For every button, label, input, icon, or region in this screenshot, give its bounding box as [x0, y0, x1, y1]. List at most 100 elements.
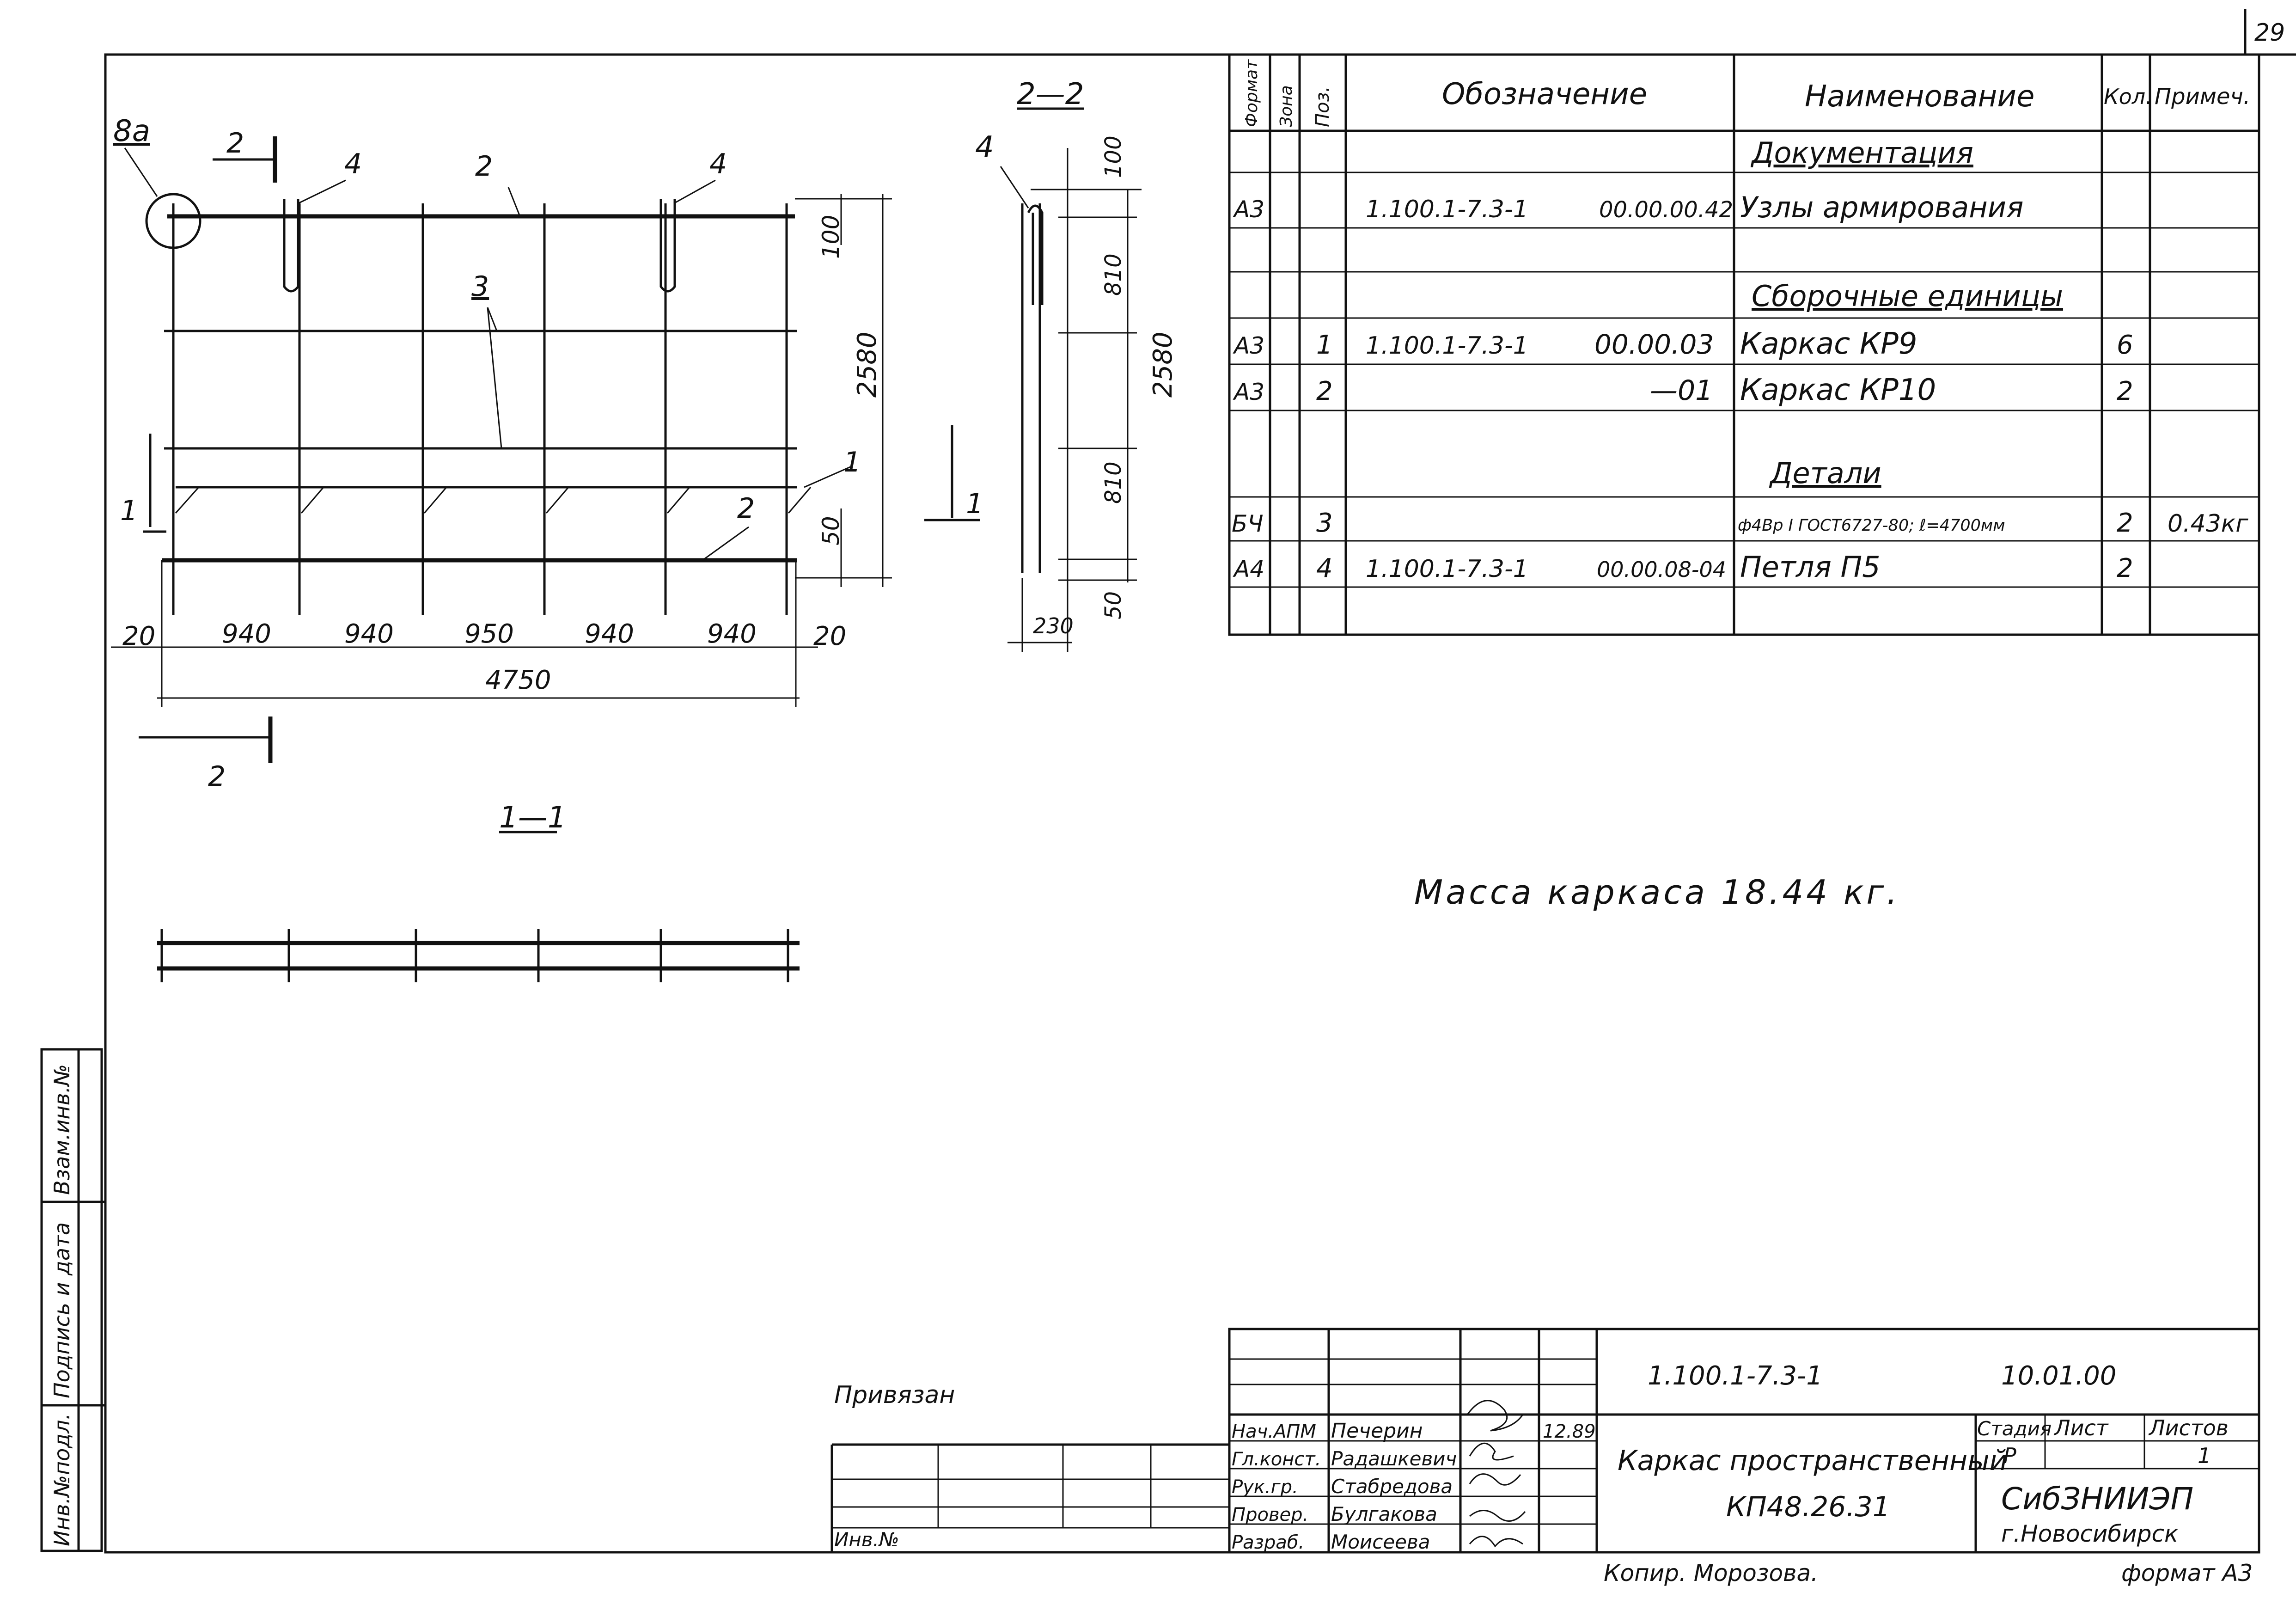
role-1: Гл.конст. [1232, 1449, 1321, 1470]
dim-bottom-2: 940 [344, 619, 394, 649]
role-3: Провер. [1232, 1504, 1308, 1525]
spec-row-4-format: А3 [1233, 332, 1264, 359]
dim-right-1: 2580 [852, 331, 882, 398]
binding-label: Привязан [834, 1381, 955, 1409]
title-sheets: 1 [2198, 1443, 2211, 1468]
section-1-1-title: 1—1 [499, 801, 566, 835]
mark-3: 3 [471, 270, 489, 303]
spec-row-5-designation-code: —01 [1650, 374, 1713, 407]
node-label: 8а [113, 114, 150, 148]
spec-row-5-pos: 2 [1316, 376, 1333, 406]
spec-row-4-designation-code: 00.00.03 [1594, 329, 1714, 360]
dim-bottom-0: 20 [122, 621, 155, 651]
spec-row-8-qty: 2 [2117, 508, 2133, 538]
dim-bottom-5: 940 [707, 619, 757, 649]
spec-header-format: Формат [1242, 59, 1261, 127]
spec-row-9-format: А4 [1233, 556, 1264, 582]
mark-4a: 4 [344, 148, 362, 180]
s22-dim-0: 100 [1100, 135, 1126, 178]
side-stamp-signature: Подпись и дата [49, 1222, 74, 1398]
title-date-code: 10.01.00 [2001, 1361, 2116, 1391]
s22-dim-1: 810 [1100, 253, 1126, 296]
role-2: Рук.гр. [1232, 1476, 1298, 1498]
spec-header-designation: Обозначение [1442, 77, 1647, 111]
copied-by: Копир. Морозова. [1604, 1560, 1818, 1586]
sheet-number: 29 [2254, 19, 2285, 47]
role-3-name: Булгакова [1331, 1503, 1437, 1525]
role-1-name: Радашкевич [1331, 1447, 1457, 1470]
spec-row-5-qty: 2 [2117, 376, 2133, 406]
spec-header-note: Примеч. [2155, 84, 2250, 110]
s22-dim-3: 810 [1100, 461, 1126, 504]
elevation-view [111, 136, 892, 763]
spec-row-4-pos: 1 [1316, 330, 1333, 360]
s22-dim-4: 50 [1100, 591, 1126, 619]
section-2-2-mark: 4 [975, 130, 994, 165]
cut-2-bottom-label: 2 [208, 760, 226, 793]
spec-row-4-designation: 1.100.1-7.3-1 [1366, 332, 1528, 360]
dim-bottom-6: 20 [813, 621, 846, 651]
sheet-frame [104, 9, 2296, 1554]
title-sheets-header: Листов [2148, 1415, 2229, 1440]
title-sheet-header: Лист [2053, 1415, 2109, 1440]
section-1-1-view [157, 831, 800, 982]
title-line-2: КП48.26.31 [1726, 1491, 1890, 1523]
title-line-1: Каркас пространственный [1618, 1445, 2008, 1477]
section-2-2-cut-1-label: 1 [966, 488, 983, 520]
dim-bottom-3: 950 [464, 619, 514, 649]
spec-row-3-name: Сборочные единицы [1752, 279, 2063, 313]
dim-right-0: 100 [818, 215, 844, 259]
spec-row-8-name: ф4Вр I ГОСТ6727-80; ℓ=4700мм [1738, 516, 2005, 535]
spec-row-9-designation-code: 00.00.08-04 [1597, 557, 1726, 582]
spec-row-4-name: Каркас КР9 [1740, 327, 1917, 361]
dim-bottom-4: 940 [585, 619, 634, 649]
mark-1: 1 [843, 446, 861, 478]
signatures [1466, 1400, 1526, 1548]
spec-header-qty: Кол. [2104, 84, 2152, 109]
role-4: Разраб. [1232, 1532, 1304, 1553]
spec-row-9-pos: 4 [1316, 553, 1333, 583]
cut-2-top-label: 2 [226, 127, 244, 159]
role-0: Нач.АПМ [1232, 1421, 1316, 1442]
spec-row-0-name: Документация [1750, 136, 1973, 170]
spec-row-1-designation: 1.100.1-7.3-1 [1366, 196, 1528, 223]
binding-block-grid [830, 1443, 1229, 1552]
spec-row-8-pos: 3 [1316, 508, 1333, 538]
s22-dim-5: 230 [1033, 613, 1074, 638]
mass-note: Масса каркаса 18.44 кг. [1414, 873, 1900, 912]
spec-row-9-qty: 2 [2117, 553, 2133, 583]
spec-row-1-name: Узлы армирования [1740, 190, 2023, 224]
mark-2b: 2 [737, 492, 755, 525]
title-designation: 1.100.1-7.3-1 [1648, 1361, 1823, 1391]
side-stamp-inv: Инв.№подл. [49, 1413, 74, 1546]
title-org-line-1: СибЗНИИЭП [2001, 1481, 2193, 1517]
title-org-line-2: г.Новосибирск [2001, 1520, 2178, 1547]
binding-inv: Инв.№ [834, 1528, 899, 1551]
role-0-date: 12.89 [1543, 1421, 1596, 1442]
role-0-name: Печерин [1331, 1419, 1423, 1443]
spec-row-8-format: БЧ [1232, 510, 1264, 537]
role-2-name: Стабредова [1331, 1475, 1453, 1498]
spec-header-zone: Зона [1277, 85, 1296, 127]
side-stamp [40, 1048, 105, 1552]
spec-row-1-designation-code: 00.00.00.42 [1599, 197, 1733, 223]
title-stage: Р [2003, 1443, 2016, 1468]
spec-header-pos: Поз. [1312, 86, 1333, 127]
section-2-2-title: 2—2 [1017, 77, 1084, 111]
spec-row-5-name: Каркас КР10 [1740, 373, 1936, 407]
spec-header-name: Наименование [1805, 80, 2034, 114]
s22-dim-2: 2580 [1148, 331, 1178, 398]
spec-table-grid [1228, 53, 2260, 636]
dim-bottom-1: 940 [222, 619, 271, 649]
spec-row-4-qty: 6 [2117, 330, 2133, 360]
role-4-name: Моисеева [1331, 1531, 1430, 1553]
section-2-2-view [924, 107, 1142, 652]
side-stamp-replace: Взам.инв.№ [49, 1064, 74, 1195]
spec-row-7-name: Детали [1769, 456, 1881, 490]
title-block-grid [1228, 1328, 2260, 1554]
spec-row-5-format: А3 [1233, 379, 1264, 405]
mark-2a: 2 [475, 150, 493, 183]
title-stage-header: Стадия [1977, 1417, 2052, 1440]
